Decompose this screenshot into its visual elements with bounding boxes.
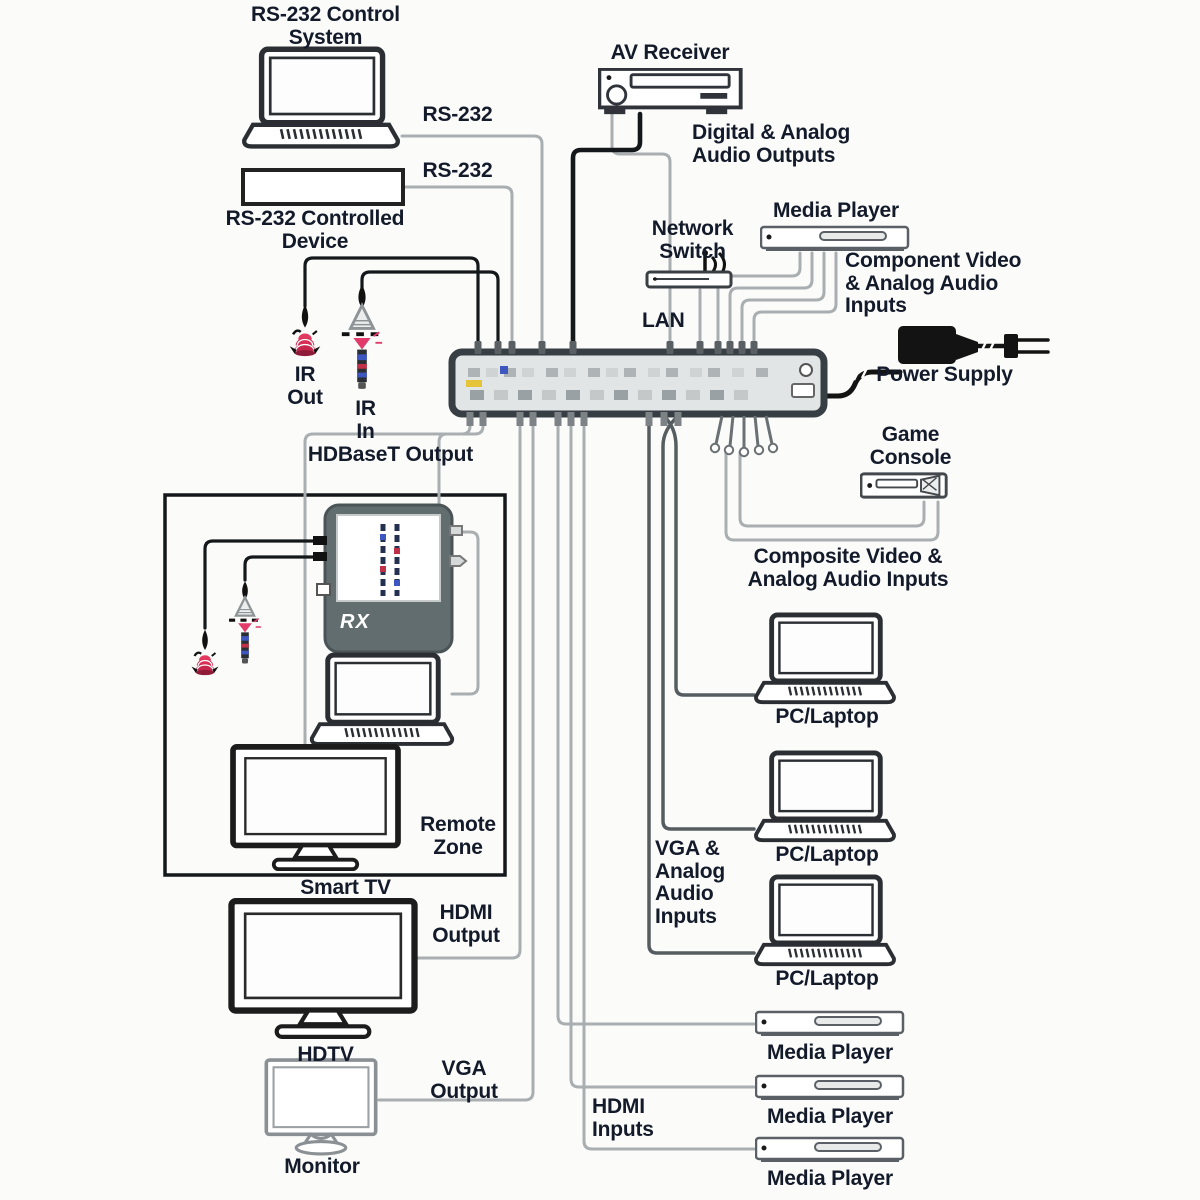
media-player-2-device xyxy=(755,1074,905,1101)
label-ir-out: IR Out xyxy=(287,363,323,409)
label-hdmi-output: HDMI Output xyxy=(432,901,500,947)
label-monitor: Monitor xyxy=(284,1155,360,1178)
media-player-top-device xyxy=(760,225,910,252)
wire-hdmi-input-1 xyxy=(556,414,756,1026)
wire-composite-2 xyxy=(738,450,926,528)
pc-laptop-2-device xyxy=(756,753,894,840)
label-power-supply: Power Supply xyxy=(876,363,1013,386)
label-smart-tv: Smart TV xyxy=(300,876,391,899)
label-hdtv: HDTV xyxy=(297,1043,354,1066)
label-rs232-wire-1: RS-232 xyxy=(422,103,493,126)
label-media-player-2: Media Player xyxy=(767,1105,893,1128)
wire-rs232-control xyxy=(400,134,544,354)
wire-ir-in xyxy=(360,270,500,354)
wire-component-3 xyxy=(740,251,826,354)
zone-ir-receiver-icon xyxy=(227,579,263,666)
matrix-switcher xyxy=(448,341,828,458)
wire-vga-pc2 xyxy=(661,414,756,831)
wire-composite-1 xyxy=(724,450,940,542)
rs232-control-laptop xyxy=(244,49,398,146)
label-rx-unit: RX xyxy=(340,611,370,633)
label-digital-analog-audio-outputs: Digital & Analog Audio Outputs xyxy=(692,121,851,167)
label-pc-laptop-2: PC/Laptop xyxy=(775,843,879,866)
wire-hdmi-output xyxy=(415,414,522,960)
label-remote-zone: Remote Zone xyxy=(420,813,496,859)
label-pc-laptop-3: PC/Laptop xyxy=(775,967,879,990)
label-rs232-control-system: RS-232 Control System xyxy=(251,3,400,49)
wire-vga-pc3 xyxy=(647,414,756,955)
label-media-player-top: Media Player xyxy=(773,199,899,222)
remote-zone-box xyxy=(163,493,507,877)
game-console-device xyxy=(860,472,948,499)
wire-zone-ir-1 xyxy=(203,539,327,630)
wire-receiver-digital-audio xyxy=(570,111,643,355)
pc-laptop-3-device xyxy=(756,877,894,964)
label-vga-analog-audio-inputs: VGA & Analog Audio Inputs xyxy=(655,837,725,929)
label-av-receiver: AV Receiver xyxy=(610,41,730,64)
media-player-3-device xyxy=(755,1136,905,1163)
label-ir-in: IR In xyxy=(355,397,376,443)
label-pc-laptop-1: PC/Laptop xyxy=(775,705,879,728)
label-media-player-1: Media Player xyxy=(767,1041,893,1064)
wire-ir-out xyxy=(303,256,480,354)
wire-hdbaset xyxy=(303,414,472,752)
remote-zone-laptop xyxy=(312,655,452,744)
wire-hdbaset-rx xyxy=(437,414,485,510)
label-rs232-wire-2: RS-232 xyxy=(422,159,493,182)
av-receiver-device xyxy=(598,68,743,117)
label-network-switch: Network Switch xyxy=(651,217,734,263)
rs232-controlled-device-box xyxy=(241,168,405,206)
switcher-ports xyxy=(466,341,815,458)
label-lan: LAN xyxy=(642,309,685,332)
wire-component-2 xyxy=(728,251,814,354)
ir-in-receiver-icon xyxy=(339,283,385,391)
rx-receiver-unit xyxy=(313,503,468,654)
zone-ir-emitter-icon xyxy=(190,628,220,677)
pc-laptop-1-device xyxy=(756,615,894,702)
label-rs232-controlled-device: RS-232 Controlled Device xyxy=(225,207,405,253)
label-composite-inputs: Composite Video & Analog Audio Inputs xyxy=(747,545,949,591)
label-media-player-3: Media Player xyxy=(767,1167,893,1190)
hdtv-device xyxy=(231,901,414,1037)
wire-hdmi-input-2 xyxy=(569,414,756,1089)
media-player-1-device xyxy=(755,1010,905,1037)
monitor-device xyxy=(264,1058,378,1156)
wire-component-4 xyxy=(752,251,838,354)
wire-hdmi-input-3 xyxy=(582,414,756,1151)
label-hdbaset-output: HDBaseT Output xyxy=(307,443,474,466)
label-game-console: Game Console xyxy=(869,423,952,469)
wire-zone-ir-2 xyxy=(243,555,327,582)
power-supply-unit xyxy=(823,326,1050,399)
label-hdmi-inputs: HDMI Inputs xyxy=(592,1095,654,1141)
wire-rx-laptop xyxy=(450,530,480,696)
label-component-video-inputs: Component Video & Analog Audio Inputs xyxy=(845,249,1022,318)
wire-vga-output xyxy=(377,414,535,1102)
wire-rs232-device xyxy=(401,185,514,354)
ir-out-emitter-icon xyxy=(288,303,322,358)
label-vga-output: VGA Output xyxy=(430,1057,498,1103)
smart-tv-device xyxy=(233,747,398,869)
